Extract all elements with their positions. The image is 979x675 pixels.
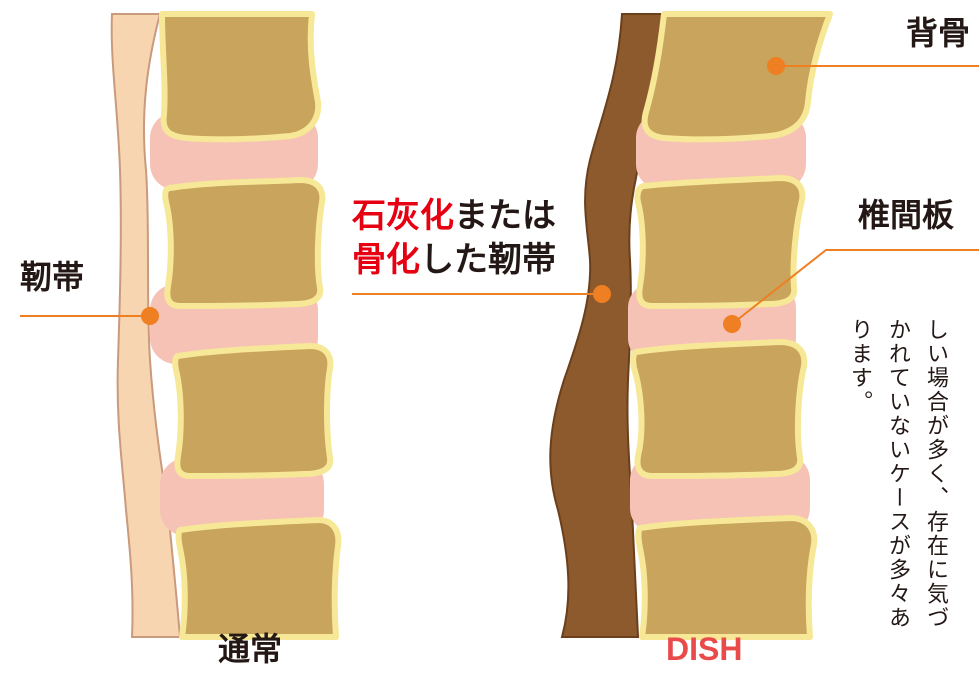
dish-vertebra	[637, 178, 802, 306]
disc-label: 椎間板	[858, 196, 954, 234]
dish-vertebra	[639, 518, 815, 637]
normal-vertebra	[179, 520, 339, 637]
calcified-rest: または	[454, 196, 556, 236]
body-text-col3: ります。	[846, 318, 872, 675]
calcified-marker	[593, 285, 611, 303]
ossified-rest: した靭帯	[420, 240, 556, 280]
body-text-col2: かれていないケースが多々あ	[884, 318, 910, 675]
normal-caption: 通常	[218, 630, 282, 668]
normal-spine	[112, 14, 339, 637]
dish-spine	[550, 14, 830, 637]
vertebra-label: 背骨	[906, 14, 970, 52]
dish-vertebra	[645, 14, 830, 139]
calcified-ligament-label-line2: 骨化した靭帯	[352, 240, 556, 281]
body-text-col1: しい場合が多く、存在に気づ	[922, 318, 948, 675]
ligament-marker	[141, 307, 159, 325]
normal-vertebra	[162, 14, 318, 139]
ligament-label: 靭帯	[20, 258, 84, 296]
dish-vertebra	[633, 342, 804, 476]
normal-vertebra	[165, 180, 322, 306]
calcified-ligament-label-line1: 石灰化または	[352, 196, 556, 237]
ossified-highlight: 骨化	[352, 240, 420, 280]
calcified-highlight: 石灰化	[352, 196, 454, 236]
disc-marker	[723, 315, 741, 333]
normal-vertebra	[175, 346, 330, 476]
vertebra-marker	[767, 57, 785, 75]
dish-caption: DISH	[666, 630, 742, 668]
